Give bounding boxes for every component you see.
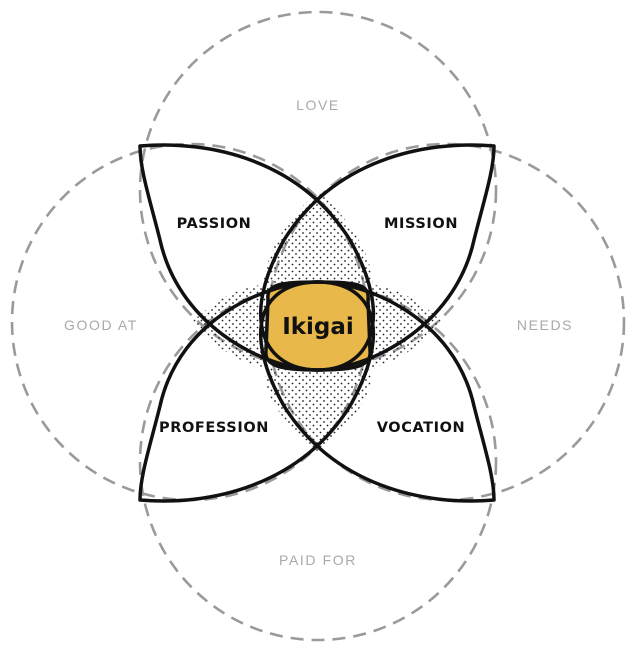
label-good-at: GOOD AT: [64, 317, 138, 333]
label-ikigai: Ikigai: [282, 314, 354, 340]
label-needs: NEEDS: [517, 317, 573, 333]
label-mission: MISSION: [384, 216, 458, 232]
overlap-left: [192, 284, 268, 368]
label-profession: PROFESSION: [159, 420, 269, 436]
overlap-top: [263, 192, 373, 300]
petal-vocation: [259, 280, 496, 503]
paid-for-circle: [138, 282, 498, 642]
overlap-right: [368, 284, 442, 368]
label-passion: PASSION: [177, 216, 252, 232]
ikigai-center: [264, 280, 372, 372]
label-vocation: VOCATION: [377, 420, 466, 436]
petal-mission: [259, 143, 496, 372]
overlap-bottom: [265, 368, 371, 452]
overlap-regions: [192, 192, 442, 452]
label-love: LOVE: [296, 97, 340, 113]
label-paid-for: PAID FOR: [279, 552, 357, 568]
petals: [138, 143, 496, 503]
